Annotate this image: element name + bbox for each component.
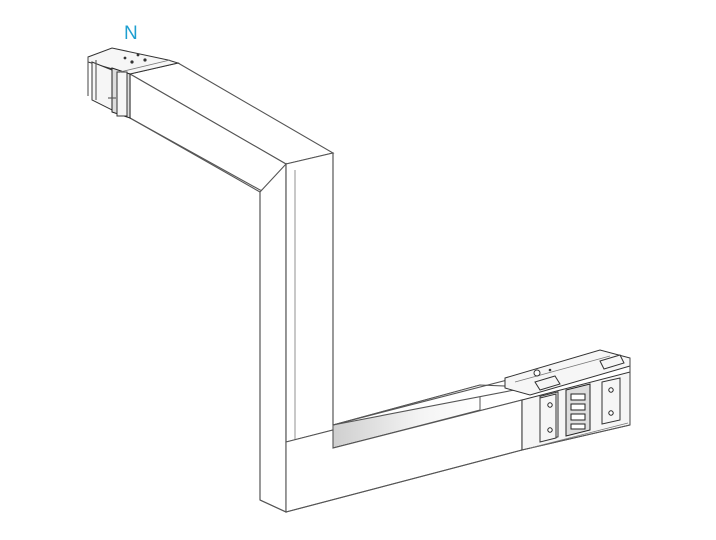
top-left-connector-end [87, 47, 180, 119]
lower-horizontal-run [259, 377, 531, 513]
vertical-drop-section [259, 152, 334, 513]
neutral-label: N [124, 23, 138, 44]
bottom-right-joint-block [504, 349, 631, 451]
